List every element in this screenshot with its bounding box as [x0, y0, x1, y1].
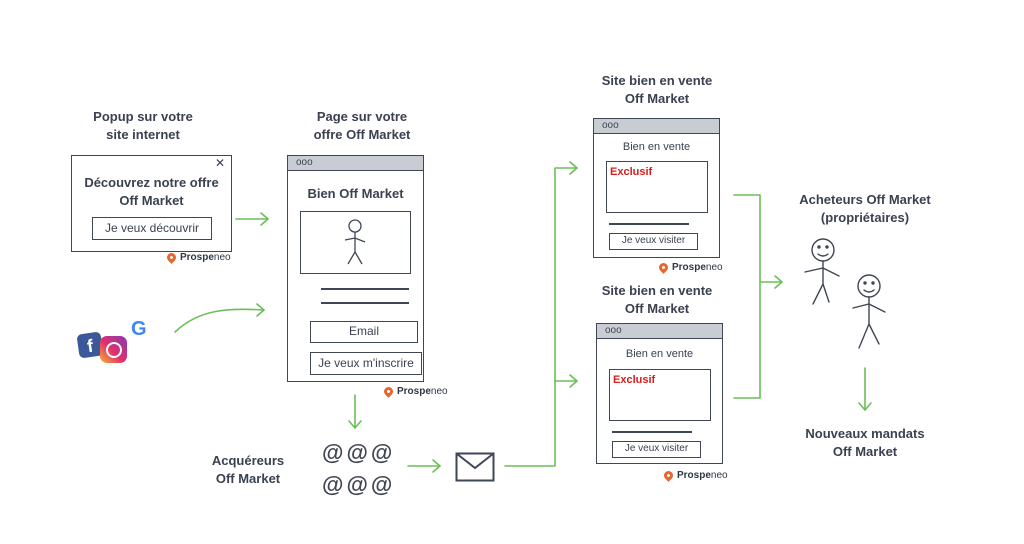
listing-image: Exclusif: [606, 161, 708, 213]
prospeneo-pin-icon: [662, 469, 675, 482]
landing-heading: Bien Off Market: [307, 186, 404, 201]
bracket-listings-to-buyers: [733, 194, 761, 399]
listing-window-2: ooo Bien en vente Exclusif Je veux visit…: [596, 323, 723, 464]
buyers-figures: [804, 238, 886, 349]
text-line: [612, 431, 692, 433]
stick-figure-icon: [344, 219, 366, 265]
instagram-icon: [100, 336, 127, 363]
listing-heading: Bien en vente: [625, 348, 694, 360]
email-input[interactable]: Email: [310, 321, 418, 343]
mandates-label: Nouveaux mandats Off Market: [805, 426, 925, 459]
visit-button[interactable]: Je veux visiter: [609, 233, 698, 250]
subscribe-button[interactable]: Je veux m'inscrire: [310, 352, 422, 375]
exclusive-badge: Exclusif: [610, 166, 653, 178]
title-bar: ooo: [594, 119, 719, 134]
popup-window: ✕ Découvrez notre offre Off Market Je ve…: [71, 155, 232, 252]
discover-button[interactable]: Je veux découvrir: [92, 217, 212, 240]
arrow-envelope-to-listing-1: [504, 167, 578, 467]
listing-image: Exclusif: [609, 369, 711, 421]
prospeneo-pin-icon: [165, 251, 178, 264]
text-line: [321, 288, 409, 290]
text-line: [321, 302, 409, 304]
page-title: Page sur votre offre Off Market: [313, 109, 411, 142]
text-line: [609, 223, 689, 225]
exclusive-badge: Exclusif: [613, 374, 656, 386]
image-frame: [300, 211, 411, 274]
at-sign-icon: @@@: [322, 472, 396, 497]
popup-title: Popup sur votre site internet: [93, 109, 193, 142]
stick-figure-icon: [804, 238, 840, 305]
prospeneo-pin-icon: [382, 385, 395, 398]
envelope-icon: [455, 452, 495, 482]
landing-page-window: ooo Bien Off Market Email Je veux m'insc…: [287, 155, 424, 382]
at-sign-icon: @@@: [322, 440, 396, 465]
close-icon[interactable]: ✕: [214, 156, 225, 170]
title-bar: ooo: [597, 324, 722, 339]
listing-1-title: Site bien en vente Off Market: [601, 73, 713, 106]
listing-heading: Bien en vente: [622, 141, 691, 153]
popup-heading: Découvrez notre offre Off Market: [84, 175, 219, 208]
title-bar: ooo: [288, 156, 423, 171]
visit-button[interactable]: Je veux visiter: [612, 441, 701, 458]
acquirers-label: Acquéreurs Off Market: [211, 453, 285, 486]
stick-figure-icon: [852, 274, 886, 349]
prospeneo-pin-icon: [657, 261, 670, 274]
buyers-label: Acheteurs Off Market (propriétaires): [799, 192, 931, 225]
listing-2-title: Site bien en vente Off Market: [601, 283, 713, 316]
listing-window-1: ooo Bien en vente Exclusif Je veux visit…: [593, 118, 720, 258]
arrow-social-to-page: [174, 308, 265, 333]
google-icon: G: [131, 318, 147, 340]
